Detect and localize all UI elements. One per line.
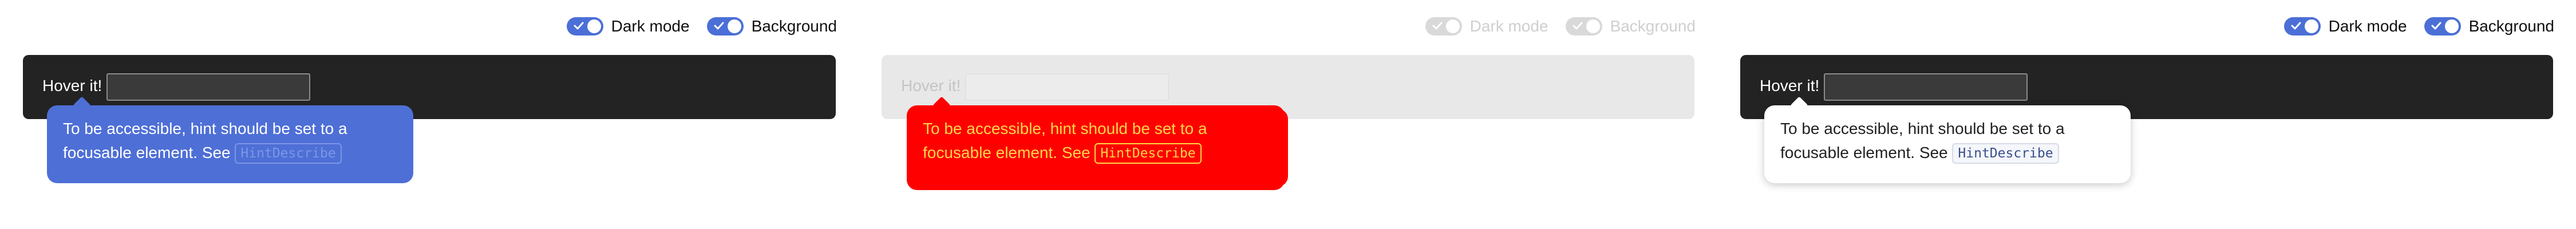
toggle-group: Dark mode Background xyxy=(2267,17,2554,35)
background-label: Background xyxy=(1610,17,1696,35)
hint-tooltip: To be accessible, hint should be set to … xyxy=(47,96,413,183)
dark-mode-switch[interactable] xyxy=(566,17,603,35)
check-icon xyxy=(714,22,724,30)
tooltip-message: To be accessible, hint should be set to … xyxy=(1780,120,2065,161)
tooltip-text: To be accessible, hint should be set to … xyxy=(63,117,397,165)
hover-input[interactable] xyxy=(965,73,1169,101)
check-icon xyxy=(1432,22,1443,30)
switch-knob xyxy=(727,19,741,33)
tooltip-code: HintDescribe xyxy=(1095,143,1202,164)
dark-mode-toggle[interactable]: Dark mode xyxy=(566,17,690,35)
tooltip-code: HintDescribe xyxy=(1952,143,2059,164)
hover-input[interactable] xyxy=(1824,73,2028,101)
dark-mode-switch[interactable] xyxy=(2283,17,2321,35)
hover-input[interactable] xyxy=(106,73,310,101)
hint-tooltip: To be accessible, hint should be set to … xyxy=(907,96,1285,183)
demo-panel-disabled: Dark mode Background Hover it! To be acc… xyxy=(859,0,1717,229)
background-toggle[interactable]: Background xyxy=(1565,17,1696,35)
dark-mode-toggle[interactable]: Dark mode xyxy=(2283,17,2407,35)
tooltip-text: To be accessible, hint should be set to … xyxy=(923,117,1269,165)
check-icon xyxy=(574,22,584,30)
check-icon xyxy=(2431,22,2441,30)
dark-mode-toggle[interactable]: Dark mode xyxy=(1425,17,1548,35)
hover-label[interactable]: Hover it! xyxy=(42,77,102,94)
dark-mode-switch[interactable] xyxy=(1425,17,1462,35)
demo-panel-blue: Dark mode Background Hover it! To be acc… xyxy=(0,0,859,229)
switch-knob xyxy=(2304,19,2318,33)
background-label: Background xyxy=(2468,17,2554,35)
tooltip-message: To be accessible, hint should be set to … xyxy=(923,120,1207,161)
toggle-group: Dark mode Background xyxy=(550,17,837,35)
background-switch[interactable] xyxy=(1565,17,1602,35)
background-label: Background xyxy=(751,17,837,35)
toggle-group: Dark mode Background xyxy=(1408,17,1696,35)
check-icon xyxy=(2291,22,2301,30)
tooltip-text: To be accessible, hint should be set to … xyxy=(1780,117,2115,165)
background-switch[interactable] xyxy=(706,17,744,35)
dark-mode-label: Dark mode xyxy=(611,17,690,35)
check-icon xyxy=(1573,22,1583,30)
hover-label[interactable]: Hover it! xyxy=(1760,77,1820,94)
switch-knob xyxy=(2444,19,2459,33)
switch-knob xyxy=(1586,19,1600,33)
demo-panel-white: Dark mode Background Hover it! To be acc… xyxy=(1717,0,2576,229)
tooltip-message: To be accessible, hint should be set to … xyxy=(63,120,347,161)
hint-tooltip: To be accessible, hint should be set to … xyxy=(1764,96,2131,183)
background-toggle[interactable]: Background xyxy=(706,17,837,35)
switch-knob xyxy=(587,19,601,33)
background-switch[interactable] xyxy=(2424,17,2461,35)
tooltip-code: HintDescribe xyxy=(235,143,342,164)
hover-bar: Hover it! xyxy=(882,55,1694,119)
hover-label[interactable]: Hover it! xyxy=(901,77,961,94)
background-toggle[interactable]: Background xyxy=(2424,17,2554,35)
dark-mode-label: Dark mode xyxy=(2328,17,2407,35)
switch-knob xyxy=(1445,19,1460,33)
dark-mode-label: Dark mode xyxy=(1469,17,1548,35)
